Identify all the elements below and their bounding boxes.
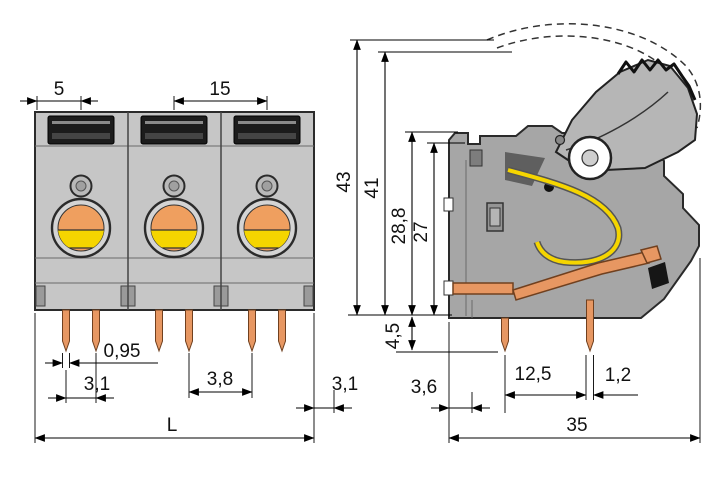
side-view (443, 23, 702, 353)
wire-clamp-opening (233, 115, 301, 145)
busbar (452, 282, 514, 295)
solder-pin (278, 309, 286, 353)
front-view (34, 111, 315, 353)
dim-label: 12,5 (515, 364, 552, 385)
dim-pin-length: 4,5 (383, 316, 498, 353)
clamp-spring-slot (238, 121, 296, 124)
dim-pin-spacing: 3,1 (48, 353, 114, 403)
pole-separators (127, 112, 222, 310)
pole-3 (233, 115, 301, 353)
wire-clamp-opening (140, 115, 208, 145)
housing-cavity-inner (489, 207, 501, 227)
clamp-slot-shadow (238, 133, 296, 139)
solder-pin (155, 309, 163, 353)
dim-top-offset: 5 (20, 79, 98, 110)
dim-label: 1,2 (605, 365, 631, 386)
dim-edge-offset: 3,1 (296, 374, 358, 413)
dim-label: 35 (566, 415, 587, 436)
test-port-hole (75, 180, 87, 192)
dim-label: 3,6 (411, 377, 437, 398)
dim-pin-pitch: 12,5 (504, 355, 587, 413)
dim-label: 41 (362, 177, 383, 198)
clamp-spring (507, 168, 621, 265)
busbar-slot (443, 280, 454, 296)
dim-lever-height: 41 (362, 51, 512, 316)
dim-overall-length: L (34, 313, 315, 443)
clamp-spring-slot (52, 121, 110, 124)
dim-pin-thickness: 1,2 (592, 355, 638, 400)
dim-label: 3,1 (332, 374, 358, 395)
solder-pin (185, 309, 193, 353)
busbar-hook (639, 245, 662, 264)
solder-pin (586, 299, 594, 353)
dim-label: L (167, 415, 178, 436)
dim-label: 0,95 (104, 341, 141, 362)
solder-pin (62, 309, 70, 353)
dim-label: 3,8 (207, 369, 233, 390)
test-port-hole (261, 180, 273, 192)
lever-open-inner-dashed (496, 35, 683, 117)
wire-clamp-opening (47, 115, 115, 145)
solder-pin (92, 309, 100, 353)
solder-pin (248, 309, 256, 353)
pivot-axle (581, 149, 599, 167)
dim-label: 43 (334, 171, 355, 192)
solder-pin (501, 317, 509, 353)
housing-slot (469, 149, 483, 167)
latch-dot (554, 134, 566, 146)
front-view-dimensions: 5 15 0,95 3,1 (20, 79, 358, 443)
dim-label: 28,8 (389, 208, 410, 245)
dim-pin-width: 0,95 (45, 341, 158, 368)
dim-overall-depth: 35 (448, 258, 701, 443)
clamp-slot-shadow (145, 133, 203, 139)
dim-inner-height: 27 (411, 142, 465, 316)
pole-2 (140, 115, 208, 353)
lever-grip-serrations (616, 58, 697, 101)
pole-1 (47, 115, 115, 353)
clamp-slot-shadow (52, 133, 110, 139)
dim-label: 5 (54, 79, 65, 100)
dim-label: 4,5 (383, 323, 404, 349)
lever-open-outline-dashed (486, 23, 702, 129)
dim-label: 3,1 (84, 374, 110, 395)
mounting-feet (35, 285, 314, 307)
latch-block (648, 262, 669, 289)
dim-pole-pitch: 15 (173, 79, 268, 110)
side-view-dimensions: 43 41 28,8 27 4,5 (334, 39, 701, 443)
dim-label: 27 (411, 221, 432, 242)
dim-edge-to-pin: 3,6 (411, 377, 490, 413)
keying-notch (443, 197, 454, 212)
dim-pin-gap: 3,8 (188, 353, 253, 398)
dim-body-height: 28,8 (389, 131, 458, 316)
test-port-hole (168, 180, 180, 192)
clamp-spring-slot (145, 121, 203, 124)
dim-total-height: 43 (334, 39, 494, 316)
dim-label: 15 (209, 79, 230, 100)
